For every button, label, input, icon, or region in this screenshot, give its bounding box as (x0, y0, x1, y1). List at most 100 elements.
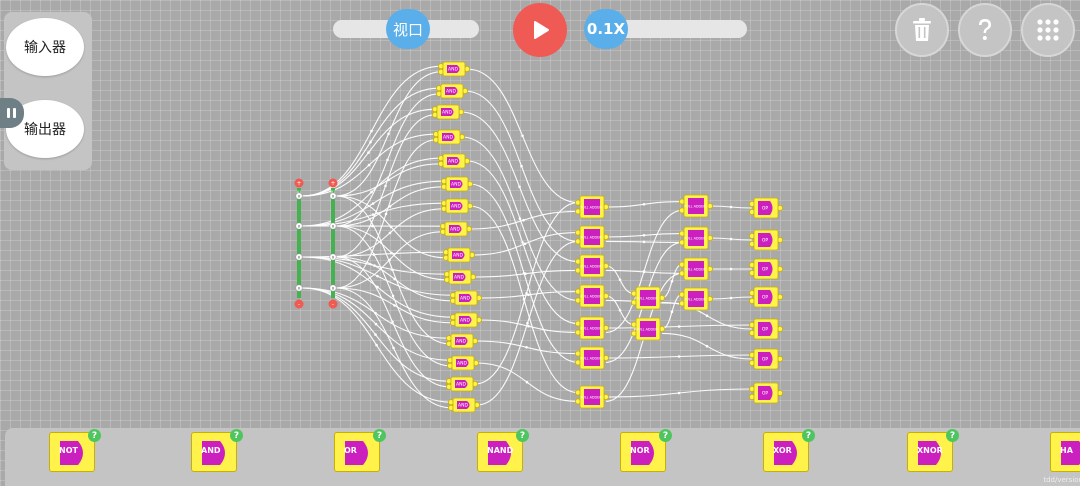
and-gate[interactable]: AND (440, 198, 473, 214)
input-device-button[interactable]: 输入器 (6, 18, 84, 76)
and-gate[interactable]: AND (435, 83, 468, 99)
svg-text:0: 0 (332, 254, 335, 259)
full-adder-label: FULL ADDER (684, 237, 706, 241)
and-gate-label: AND (460, 296, 470, 302)
full-adder-label: FULL ADDER (580, 396, 602, 400)
full-adder[interactable]: FULL ADDER (575, 385, 610, 409)
and-gate[interactable]: AND (449, 290, 482, 306)
and-gate-label: AND (460, 318, 470, 324)
play-button[interactable] (513, 3, 567, 57)
and-gate[interactable]: AND (443, 269, 476, 285)
svg-text:0: 0 (332, 193, 335, 198)
output-gate[interactable]: OP (749, 197, 784, 219)
and-gate[interactable]: AND (431, 104, 464, 120)
xnor-gate-icon (907, 432, 953, 472)
palette-help-badge[interactable]: ? (373, 429, 386, 442)
full-adder[interactable]: FULL ADDER (631, 317, 666, 341)
full-adder[interactable]: FULL ADDER (679, 194, 714, 218)
palette-item-and[interactable]: ? AND (191, 429, 243, 472)
and-gate-label: AND (443, 135, 453, 141)
output-gate[interactable]: OP (749, 229, 784, 251)
output-gate[interactable]: OP (749, 318, 784, 340)
output-gate-label: OP (762, 391, 769, 397)
viewport-button[interactable]: 视口 (386, 9, 430, 49)
and-gate-label: AND (451, 204, 461, 210)
palette-help-badge[interactable]: ? (946, 429, 959, 442)
and-gate[interactable]: AND (442, 247, 475, 263)
nand-gate-icon (477, 432, 523, 472)
and-gate-label: AND (454, 275, 464, 281)
full-adder[interactable]: FULL ADDER (631, 286, 666, 310)
full-adder[interactable]: FULL ADDER (575, 284, 610, 308)
output-gate-label: OP (762, 238, 769, 244)
component-panel: 输入器 输出器 (0, 12, 92, 170)
output-gate[interactable]: OP (749, 382, 784, 404)
and-gate[interactable]: AND (446, 355, 479, 371)
output-gate-label: OP (762, 327, 769, 333)
palette-help-badge[interactable]: ? (88, 429, 101, 442)
palette-item-ha[interactable]: ? HA (1050, 432, 1080, 472)
gates-layer: AND AND AND AND AND AND AND AND AND AND AND AND AND A… (431, 61, 784, 413)
palette-item-xnor[interactable]: ? XNOR (907, 429, 959, 472)
and-gate-label: AND (457, 361, 467, 367)
trash-icon (913, 18, 931, 41)
and-gate[interactable]: AND (432, 129, 465, 145)
full-adder[interactable]: FULL ADDER (679, 226, 714, 250)
version-text: tdd/version (1043, 476, 1080, 484)
full-adder-label: FULL ADDER (580, 265, 602, 269)
palette-item-nor[interactable]: ? NOR (620, 429, 672, 472)
palette-item-label: OR (344, 446, 357, 455)
output-gate[interactable]: OP (749, 258, 784, 280)
svg-text:0: 0 (298, 285, 301, 290)
and-gate[interactable]: AND (445, 376, 478, 392)
output-gate-label: OP (762, 295, 769, 301)
palette-help-badge[interactable]: ? (516, 429, 529, 442)
and-gate[interactable]: AND (440, 176, 473, 192)
help-button[interactable] (958, 3, 1012, 57)
svg-text:B1: B1 (331, 190, 336, 194)
output-gate-label: OP (762, 206, 769, 212)
full-adder-label: FULL ADDER (684, 205, 706, 209)
and-gate-label: AND (453, 253, 463, 259)
palette-item-label: XNOR (917, 446, 943, 455)
output-gate[interactable]: OP (749, 286, 784, 308)
and-gate[interactable]: AND (437, 153, 470, 169)
and-gate[interactable]: AND (449, 312, 482, 328)
and-gate-label: AND (456, 382, 466, 388)
and-gate[interactable]: AND (439, 221, 472, 237)
palette-item-label: NOR (630, 446, 650, 455)
full-adder[interactable]: FULL ADDER (679, 287, 714, 311)
palette-item-xor[interactable]: ? XOR (763, 429, 815, 472)
palette-item-not[interactable]: ? NOT (49, 429, 101, 472)
full-adder-label: FULL ADDER (580, 327, 602, 331)
and-gate[interactable]: AND (447, 397, 480, 413)
wires-layer (301, 65, 753, 409)
full-adder-label: FULL ADDER (636, 328, 658, 332)
full-adder[interactable]: FULL ADDER (575, 195, 610, 219)
palette-item-label: HA (1060, 446, 1073, 455)
full-adder[interactable]: FULL ADDER (679, 257, 714, 281)
full-adder[interactable]: FULL ADDER (575, 254, 610, 278)
output-gate[interactable]: OP (749, 348, 784, 370)
trash-button[interactable] (895, 3, 949, 57)
full-adder[interactable]: FULL ADDER (575, 225, 610, 249)
palette-item-nand[interactable]: ? NAND (477, 429, 529, 472)
full-adder[interactable]: FULL ADDER (575, 346, 610, 370)
palette-help-badge[interactable]: ? (230, 429, 243, 442)
palette-item-label: NAND (487, 446, 514, 455)
pause-icon[interactable] (0, 98, 24, 128)
and-gate[interactable]: AND (437, 61, 470, 77)
palette-help-badge[interactable]: ? (802, 429, 815, 442)
and-gate[interactable]: AND (445, 333, 478, 349)
full-adder[interactable]: FULL ADDER (575, 316, 610, 340)
speed-slider-handle[interactable]: 0.1X (584, 9, 628, 49)
menu-button[interactable] (1021, 3, 1075, 57)
svg-text:0: 0 (332, 285, 335, 290)
palette-item-or[interactable]: ? OR (334, 429, 386, 472)
palette-help-badge[interactable]: ? (659, 429, 672, 442)
speed-label: 0.1X (586, 20, 626, 38)
